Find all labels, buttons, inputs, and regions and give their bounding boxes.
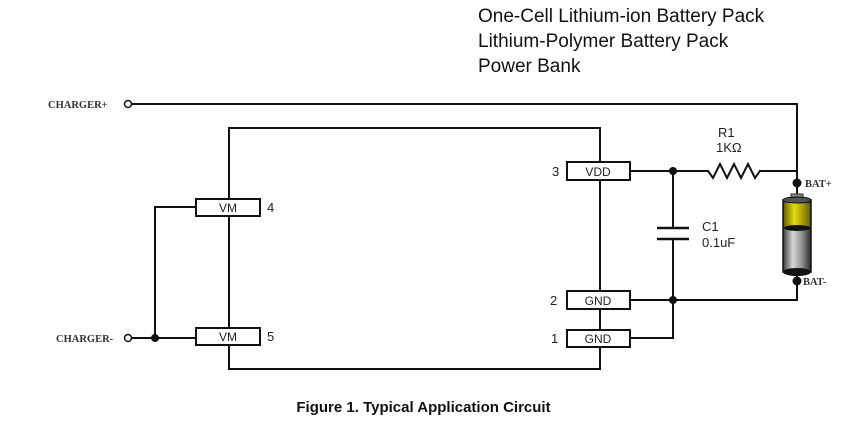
applications-list: One-Cell Lithium-ion Battery Pack Lithiu… [478, 4, 764, 79]
pin-name: GND [585, 332, 612, 346]
pin-4-vm: VM 4 [195, 198, 274, 217]
battery-top [782, 196, 812, 204]
vm4-feed-wire [154, 206, 197, 339]
battery-bottom [783, 268, 811, 276]
charger-minus-label: CHARGER- [56, 334, 114, 345]
bottom-wire [228, 344, 601, 370]
battery-cap [784, 204, 810, 226]
bat-plus-terminal [792, 178, 802, 188]
top-wire [228, 127, 601, 200]
pin-name: VM [219, 201, 237, 215]
figure-caption: Figure 1. Typical Application Circuit [296, 399, 551, 416]
resistor-r1 [706, 161, 762, 181]
pin-number: 2 [550, 293, 557, 308]
capacitor-ref: C1 [702, 219, 719, 234]
charger-plus-net: CHARGER+ [48, 99, 798, 184]
pin-name: VM [219, 330, 237, 344]
capacitor-c1: C1 0.1uF [657, 170, 735, 301]
pin-3-vdd: VDD 3 [552, 161, 631, 181]
capacitor-value: 0.1uF [702, 235, 735, 250]
charger-minus-net: CHARGER- [56, 206, 197, 345]
bat-plus-label: BAT+ [805, 179, 832, 190]
ic-outline [228, 127, 601, 370]
pin-name: GND [585, 294, 612, 308]
pin-box [195, 327, 261, 346]
pin-number: 1 [551, 331, 558, 346]
battery: BAT+ BAT- [782, 178, 832, 288]
pin-number: 5 [267, 329, 274, 344]
charger-plus-terminal [123, 99, 133, 109]
pin-5-vm: VM 5 [195, 327, 274, 346]
application-item: Power Bank [478, 56, 581, 77]
junction-dot [669, 296, 677, 304]
pin-number: 4 [267, 200, 274, 215]
gnd-net [629, 280, 798, 339]
pin-name: VDD [585, 165, 611, 179]
charger-plus-label: CHARGER+ [48, 100, 108, 111]
pin-2-gnd: GND 2 [550, 290, 631, 310]
pin-number: 3 [552, 164, 559, 179]
bat-minus-label: BAT- [803, 277, 827, 288]
application-item: Lithium-Polymer Battery Pack [478, 31, 729, 52]
junction-dot [151, 334, 159, 342]
pin-box [195, 198, 261, 217]
pin-1-gnd: GND 1 [551, 329, 631, 348]
charger-minus-terminal [123, 333, 133, 343]
bat-minus-terminal [792, 276, 802, 286]
battery-band [784, 225, 810, 231]
application-item: One-Cell Lithium-ion Battery Pack [478, 6, 765, 27]
vdd-net: R1 1KΩ [629, 125, 798, 181]
gnd1-wire [629, 299, 674, 339]
resistor-ref: R1 [718, 125, 735, 140]
resistor-value: 1KΩ [716, 140, 742, 155]
